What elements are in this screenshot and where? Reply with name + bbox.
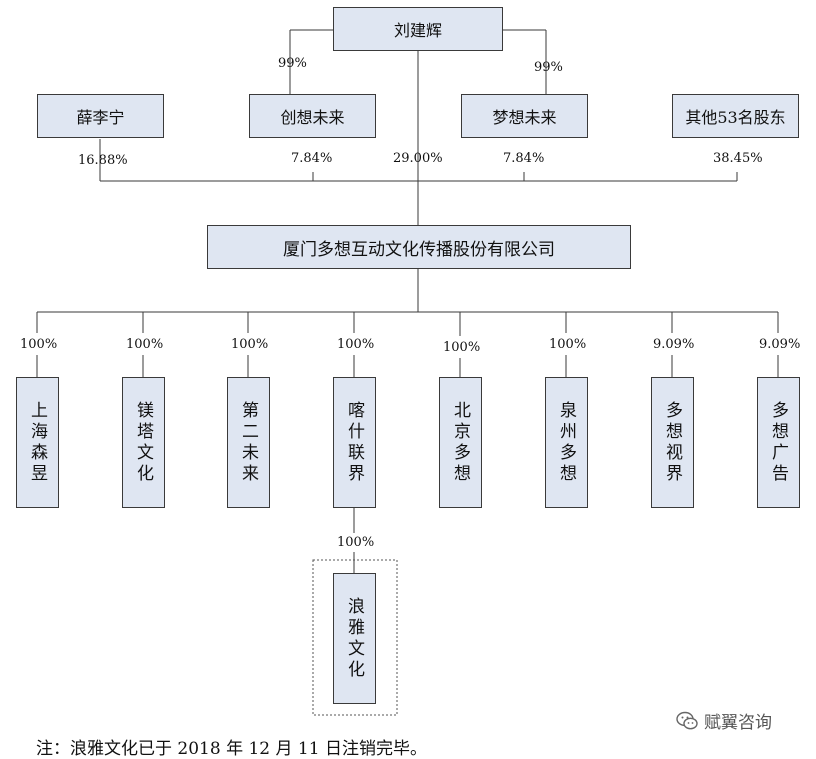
node-sub-3: 第二未来 [227,377,270,508]
node-shareholder-3: 梦想未来 [461,94,588,138]
node-shareholder-4-label: 其他53名股东 [685,108,786,127]
pct-s2-co: 7.84% [291,151,333,166]
node-sub-2-label: 镁塔文化 [133,400,153,485]
node-sub-5: 北京多想 [439,377,482,508]
wechat-icon [676,711,698,729]
pct-sub-2: 100% [126,337,164,352]
pct-sub-5: 100% [443,340,481,355]
node-sub-5-label: 北京多想 [450,400,470,485]
node-shareholder-2-label: 创想未来 [280,108,345,127]
node-sub-8-label: 多想广告 [768,400,788,485]
node-shareholder-1-label: 薛李宁 [76,108,125,127]
pct-sub-3: 100% [231,337,269,352]
dotted-frame [312,559,398,716]
node-sub-7-label: 多想视界 [662,400,682,485]
node-top-label: 刘建辉 [393,21,442,40]
pct-subsub: 100% [337,535,375,550]
watermark: 赋翼咨询 [676,708,772,733]
node-sub-6-label: 泉州多想 [556,400,576,485]
node-sub-4-label: 喀什联界 [344,400,364,485]
node-company-label: 厦门多想互动文化传播股份有限公司 [283,239,555,260]
node-sub-7: 多想视界 [651,377,694,508]
pct-top-co: 29.00% [393,151,443,166]
node-top: 刘建辉 [333,7,503,51]
node-subsub: 浪雅文化 [333,573,376,704]
node-sub-4: 喀什联界 [333,377,376,508]
node-sub-3-label: 第二未来 [238,400,258,485]
node-shareholder-2: 创想未来 [249,94,376,138]
pct-top-s2: 99% [278,56,307,71]
node-company: 厦门多想互动文化传播股份有限公司 [207,225,631,269]
watermark-text: 赋翼咨询 [704,713,772,733]
pct-sub-1: 100% [20,337,58,352]
pct-s1-co: 16.88% [78,153,128,168]
node-shareholder-4: 其他53名股东 [672,94,799,138]
node-shareholder-3-label: 梦想未来 [492,108,557,127]
node-sub-8: 多想广告 [757,377,800,508]
pct-s4-co: 38.45% [713,151,763,166]
pct-sub-8: 9.09% [759,337,801,352]
pct-sub-7: 9.09% [653,337,695,352]
pct-top-s3: 99% [534,60,563,75]
pct-sub-6: 100% [549,337,587,352]
pct-sub-4: 100% [337,337,375,352]
pct-s3-co: 7.84% [503,151,545,166]
node-sub-1: 上海森昱 [16,377,59,508]
node-sub-6: 泉州多想 [545,377,588,508]
node-sub-2: 镁塔文化 [122,377,165,508]
node-sub-1-label: 上海森昱 [27,400,47,485]
footnote: 注：浪雅文化已于 2018 年 12 月 11 日注销完毕。 [36,739,427,759]
node-shareholder-1: 薛李宁 [37,94,164,138]
node-subsub-label: 浪雅文化 [344,596,364,681]
